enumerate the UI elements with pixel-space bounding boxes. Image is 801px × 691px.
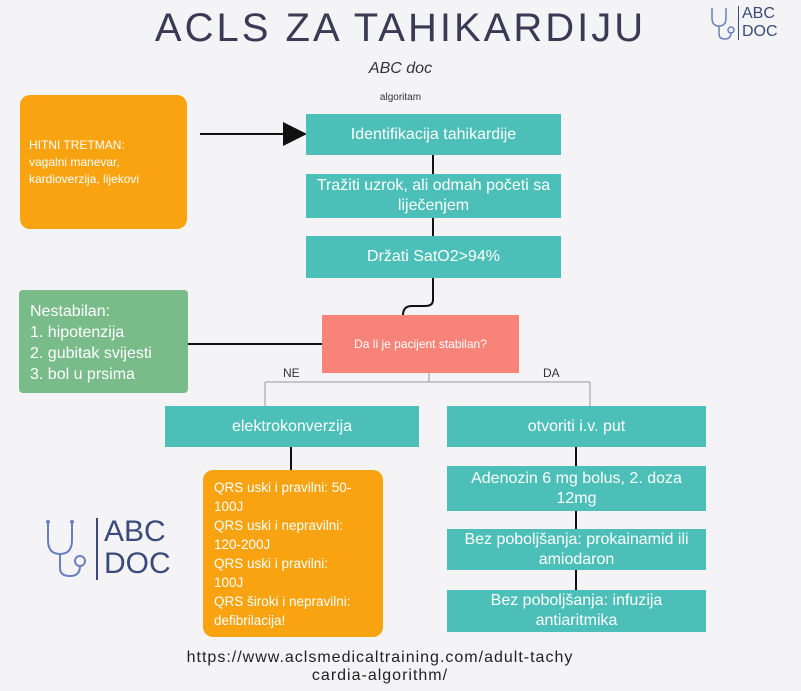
logo-line1: ABC: [104, 515, 166, 548]
energy-line: 120-200J: [214, 537, 271, 552]
logo-line2: DOC: [104, 547, 171, 580]
urgent-line: kardioverzija, lijekovi: [29, 172, 140, 186]
subtitle: ABC doc: [368, 60, 433, 77]
caption: algoritam: [379, 92, 422, 103]
energy-line: QRS uski i pravilni:: [214, 556, 329, 571]
energy-line: 100J: [214, 575, 244, 590]
energy-line: QRS uski i nepravilni:: [214, 518, 344, 533]
page-title: ACLS ZA TAHIKARDIJU: [154, 6, 647, 50]
logo-large: ABC DOC: [38, 516, 171, 582]
unstable-item: 2. gubitak svijesti: [30, 345, 152, 362]
step-identify: Identifikacija tahikardije: [306, 114, 561, 155]
step-cause: Tražiti uzrok, ali odmah početi sa liječ…: [306, 174, 561, 218]
step-saturation: Držati SatO2>94%: [306, 236, 561, 278]
unstable-item: 3. bol u prsima: [30, 366, 135, 383]
logo-line2: DOC: [742, 23, 778, 40]
logo-divider: [96, 518, 98, 580]
step-antiarrhythmic: Bez poboljšanja: infuzija antiaritmika: [447, 590, 706, 632]
source-url[interactable]: https://www.aclsmedicaltraining.com/adul…: [186, 649, 574, 684]
unstable-heading: Nestabilan:: [30, 303, 111, 320]
unstable-box: Nestabilan: 1. hipotenzija 2. gubitak sv…: [19, 290, 188, 393]
unstable-item: 1. hipotenzija: [30, 324, 125, 341]
logo-line1: ABC: [742, 5, 775, 22]
energy-line: QRS široki i nepravilni:: [214, 594, 351, 609]
urgent-heading: HITNI TRETMAN:: [29, 138, 125, 152]
energy-line: QRS uski i pravilni: 50-: [214, 480, 352, 495]
step-procainamide: Bez poboljšanja: prokainamid ili amiodar…: [447, 529, 706, 570]
stethoscope-icon: [711, 8, 735, 40]
branch-label-no: NE: [283, 366, 300, 380]
energy-line: 100J: [214, 499, 244, 514]
step-adenosine: Adenozin 6 mg bolus, 2. doza 12mg: [447, 466, 706, 511]
urgent-line: vagalni manevar,: [29, 155, 120, 169]
decision-stable: Da li je pacijent stabilan?: [322, 315, 519, 373]
urgent-treatment-box: HITNI TRETMAN: vagalni manevar, kardiove…: [20, 95, 187, 229]
branch-label-yes: DA: [543, 366, 560, 380]
step-electroconversion: elektrokonverzija: [165, 406, 419, 447]
energy-line: defibrilacija!: [214, 613, 286, 628]
logo-small: ABC DOC: [706, 4, 778, 42]
step-iv-access: otvoriti i.v. put: [447, 406, 706, 447]
logo-divider: [738, 6, 739, 40]
energy-box: QRS uski i pravilni: 50- 100J QRS uski i…: [203, 470, 383, 637]
stethoscope-icon: [46, 520, 86, 578]
